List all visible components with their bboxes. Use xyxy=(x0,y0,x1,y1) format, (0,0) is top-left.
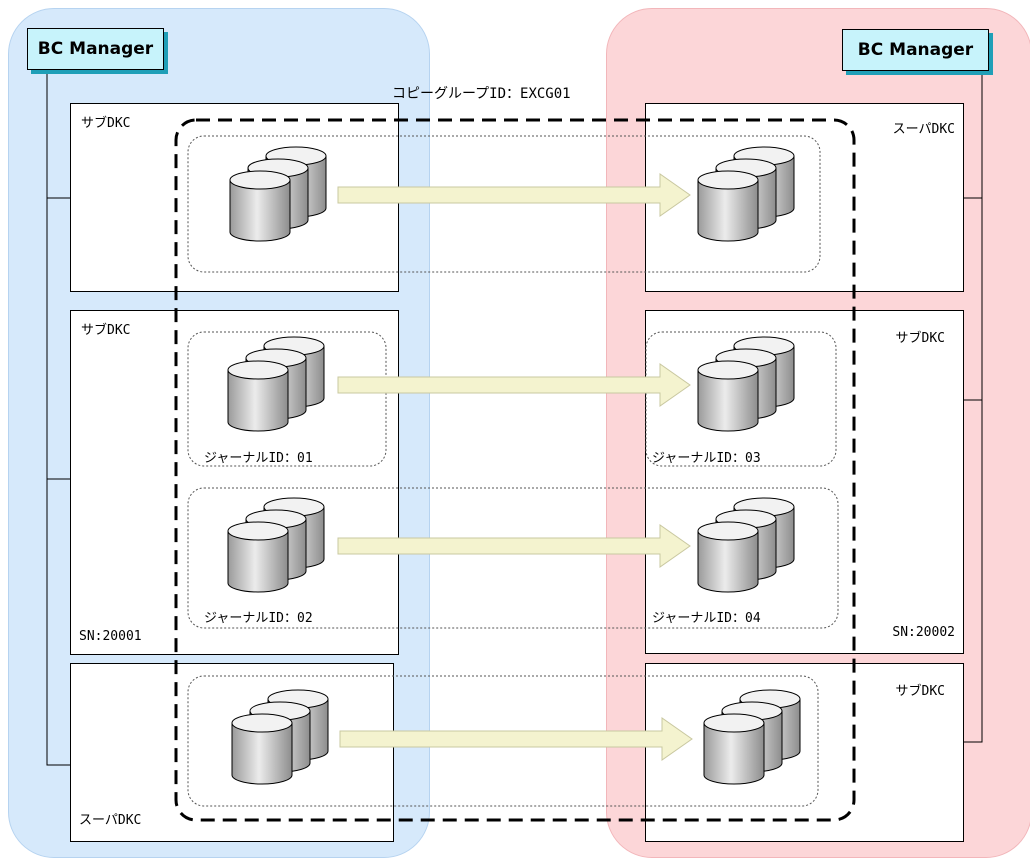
disk-stack-icon xyxy=(230,147,326,241)
disk-stack-icon xyxy=(704,690,800,784)
dkc-role-label: スーパDKC xyxy=(79,813,142,828)
disk-stack-icon xyxy=(698,337,794,431)
left-dkc-bottom: スーパDKC xyxy=(70,663,394,842)
replication-arrow-icon xyxy=(337,524,691,568)
dkc-role-label: サブDKC xyxy=(81,116,131,131)
journal-label-right-2: ジャーナルID：04 xyxy=(652,611,761,626)
disk-stack-icon xyxy=(698,147,794,241)
bc-manager-left: BC Manager xyxy=(27,28,164,70)
disk-stack-icon xyxy=(698,498,794,592)
left-bc-manager-connector xyxy=(46,68,70,766)
dkc-role-label: スーパDKC xyxy=(892,122,955,137)
disk-stack-icon xyxy=(228,337,324,431)
disk-stack-icon xyxy=(232,690,328,784)
journal-group-outline xyxy=(187,675,819,807)
journal-group-outline xyxy=(187,135,821,273)
journal-label-right-1: ジャーナルID：03 xyxy=(652,451,761,466)
journal-label-left-1: ジャーナルID：01 xyxy=(204,451,313,466)
dkc-serial-label: SN:20001 xyxy=(79,629,142,644)
replication-arrow-icon xyxy=(337,363,691,407)
journal-label-left-2: ジャーナルID：02 xyxy=(204,611,313,626)
right-bc-manager-connector xyxy=(962,69,983,743)
journal-group-outline xyxy=(187,487,839,629)
dkc-role-label: サブDKC xyxy=(895,331,945,346)
right-dkc-bottom: サブDKC xyxy=(645,663,964,842)
copy-group-label: コピーグループID：EXCG01 xyxy=(392,86,571,102)
journal-group-outline xyxy=(645,331,837,467)
dkc-role-label: サブDKC xyxy=(81,323,131,338)
bc-manager-right: BC Manager xyxy=(842,29,989,71)
copy-group-boundary xyxy=(174,118,856,822)
replication-arrow-icon xyxy=(339,717,693,761)
right-dkc-middle: サブDKC SN:20002 xyxy=(645,310,964,654)
replication-arrow-icon xyxy=(337,173,691,217)
disk-stack-icon xyxy=(228,498,324,592)
dkc-serial-label: SN:20002 xyxy=(892,625,955,640)
dkc-role-label: サブDKC xyxy=(895,684,945,699)
journal-group-outline xyxy=(187,331,387,467)
